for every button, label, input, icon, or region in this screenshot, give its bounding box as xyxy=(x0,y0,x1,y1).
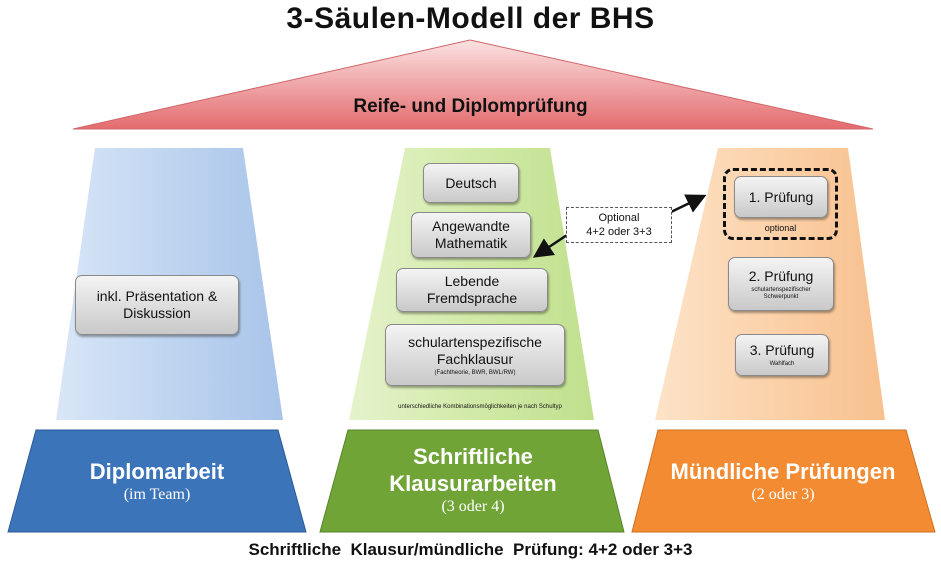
diplomarbeit-title: Diplomarbeit xyxy=(89,459,225,484)
mathematik-label: Angewandte Mathematik xyxy=(432,218,510,251)
right-base xyxy=(631,429,936,533)
fachklausur-label: schulartenspezifische Fachklausur xyxy=(408,333,542,367)
klausur-title-1: Schriftliche xyxy=(413,444,533,469)
roof-label: Reife- und Diplomprüfung xyxy=(353,96,588,117)
exam-3-sub: Wahlfach xyxy=(769,361,795,367)
exam-2-label: 2. Prüfung xyxy=(748,267,814,284)
optional-note-line2: 4+2 oder 3+3 xyxy=(586,226,652,238)
klausur-title-2: Klausurarbeiten xyxy=(389,471,557,496)
presentation-label: inkl. Präsentation & Diskussion xyxy=(96,288,218,321)
exam-3-box: 3. Prüfung Wahlfach xyxy=(735,334,829,376)
combination-note: unterschiedliche Kombinationsmöglichkeit… xyxy=(398,404,562,410)
exam-2-box: 2. Prüfung schulartenspezifischer Schwer… xyxy=(728,257,834,311)
page-title: 3-Säulen-Modell der BHS xyxy=(286,2,655,35)
exam-1-label: 1. Prüfung xyxy=(748,188,814,205)
left-base-text: Diplomarbeit (im Team) xyxy=(36,458,278,505)
presentation-box: inkl. Präsentation & Diskussion xyxy=(75,275,239,335)
right-base-text: Mündliche Prüfungen (2 oder 3) xyxy=(650,458,916,505)
footer-summary: Schriftliche Klausur/mündliche Prüfung: … xyxy=(248,540,693,559)
exam-2-sub: schulartenspezifischer Schwerpunkt xyxy=(751,286,811,300)
diplomarbeit-sub: (im Team) xyxy=(123,486,191,503)
optional-note: Optional 4+2 oder 3+3 xyxy=(566,207,672,243)
exam-3-label: 3. Prüfung xyxy=(749,342,815,358)
deutsch-label: Deutsch xyxy=(445,174,497,191)
klausur-sub: (3 oder 4) xyxy=(441,498,505,515)
fremdsprache-box: Lebende Fremdsprache xyxy=(396,268,548,312)
optional-label: optional xyxy=(764,223,797,233)
deutsch-box: Deutsch xyxy=(423,163,519,203)
left-base xyxy=(7,429,307,533)
roof xyxy=(72,39,874,130)
optional-exam-frame xyxy=(723,168,838,240)
exam-1-box: 1. Prüfung xyxy=(734,176,828,218)
muendlich-sub: (2 oder 3) xyxy=(751,486,815,503)
fachklausur-sub: (Fachtheorie, BWR, BWL/RW) xyxy=(434,369,516,376)
optional-note-line1: Optional xyxy=(598,212,640,224)
arrow-to-first-exam xyxy=(670,194,707,214)
fachklausur-box: schulartenspezifische Fachklausur (Facht… xyxy=(385,324,565,386)
muendlich-title: Mündliche Prüfungen xyxy=(670,459,896,484)
mathematik-box: Angewandte Mathematik xyxy=(411,212,531,258)
middle-base-text: Schriftliche Klausurarbeiten (3 oder 4) xyxy=(348,443,598,517)
middle-base xyxy=(319,429,625,533)
fremdsprache-label: Lebende Fremdsprache xyxy=(426,273,518,306)
arrow-to-mathematik xyxy=(532,231,571,258)
